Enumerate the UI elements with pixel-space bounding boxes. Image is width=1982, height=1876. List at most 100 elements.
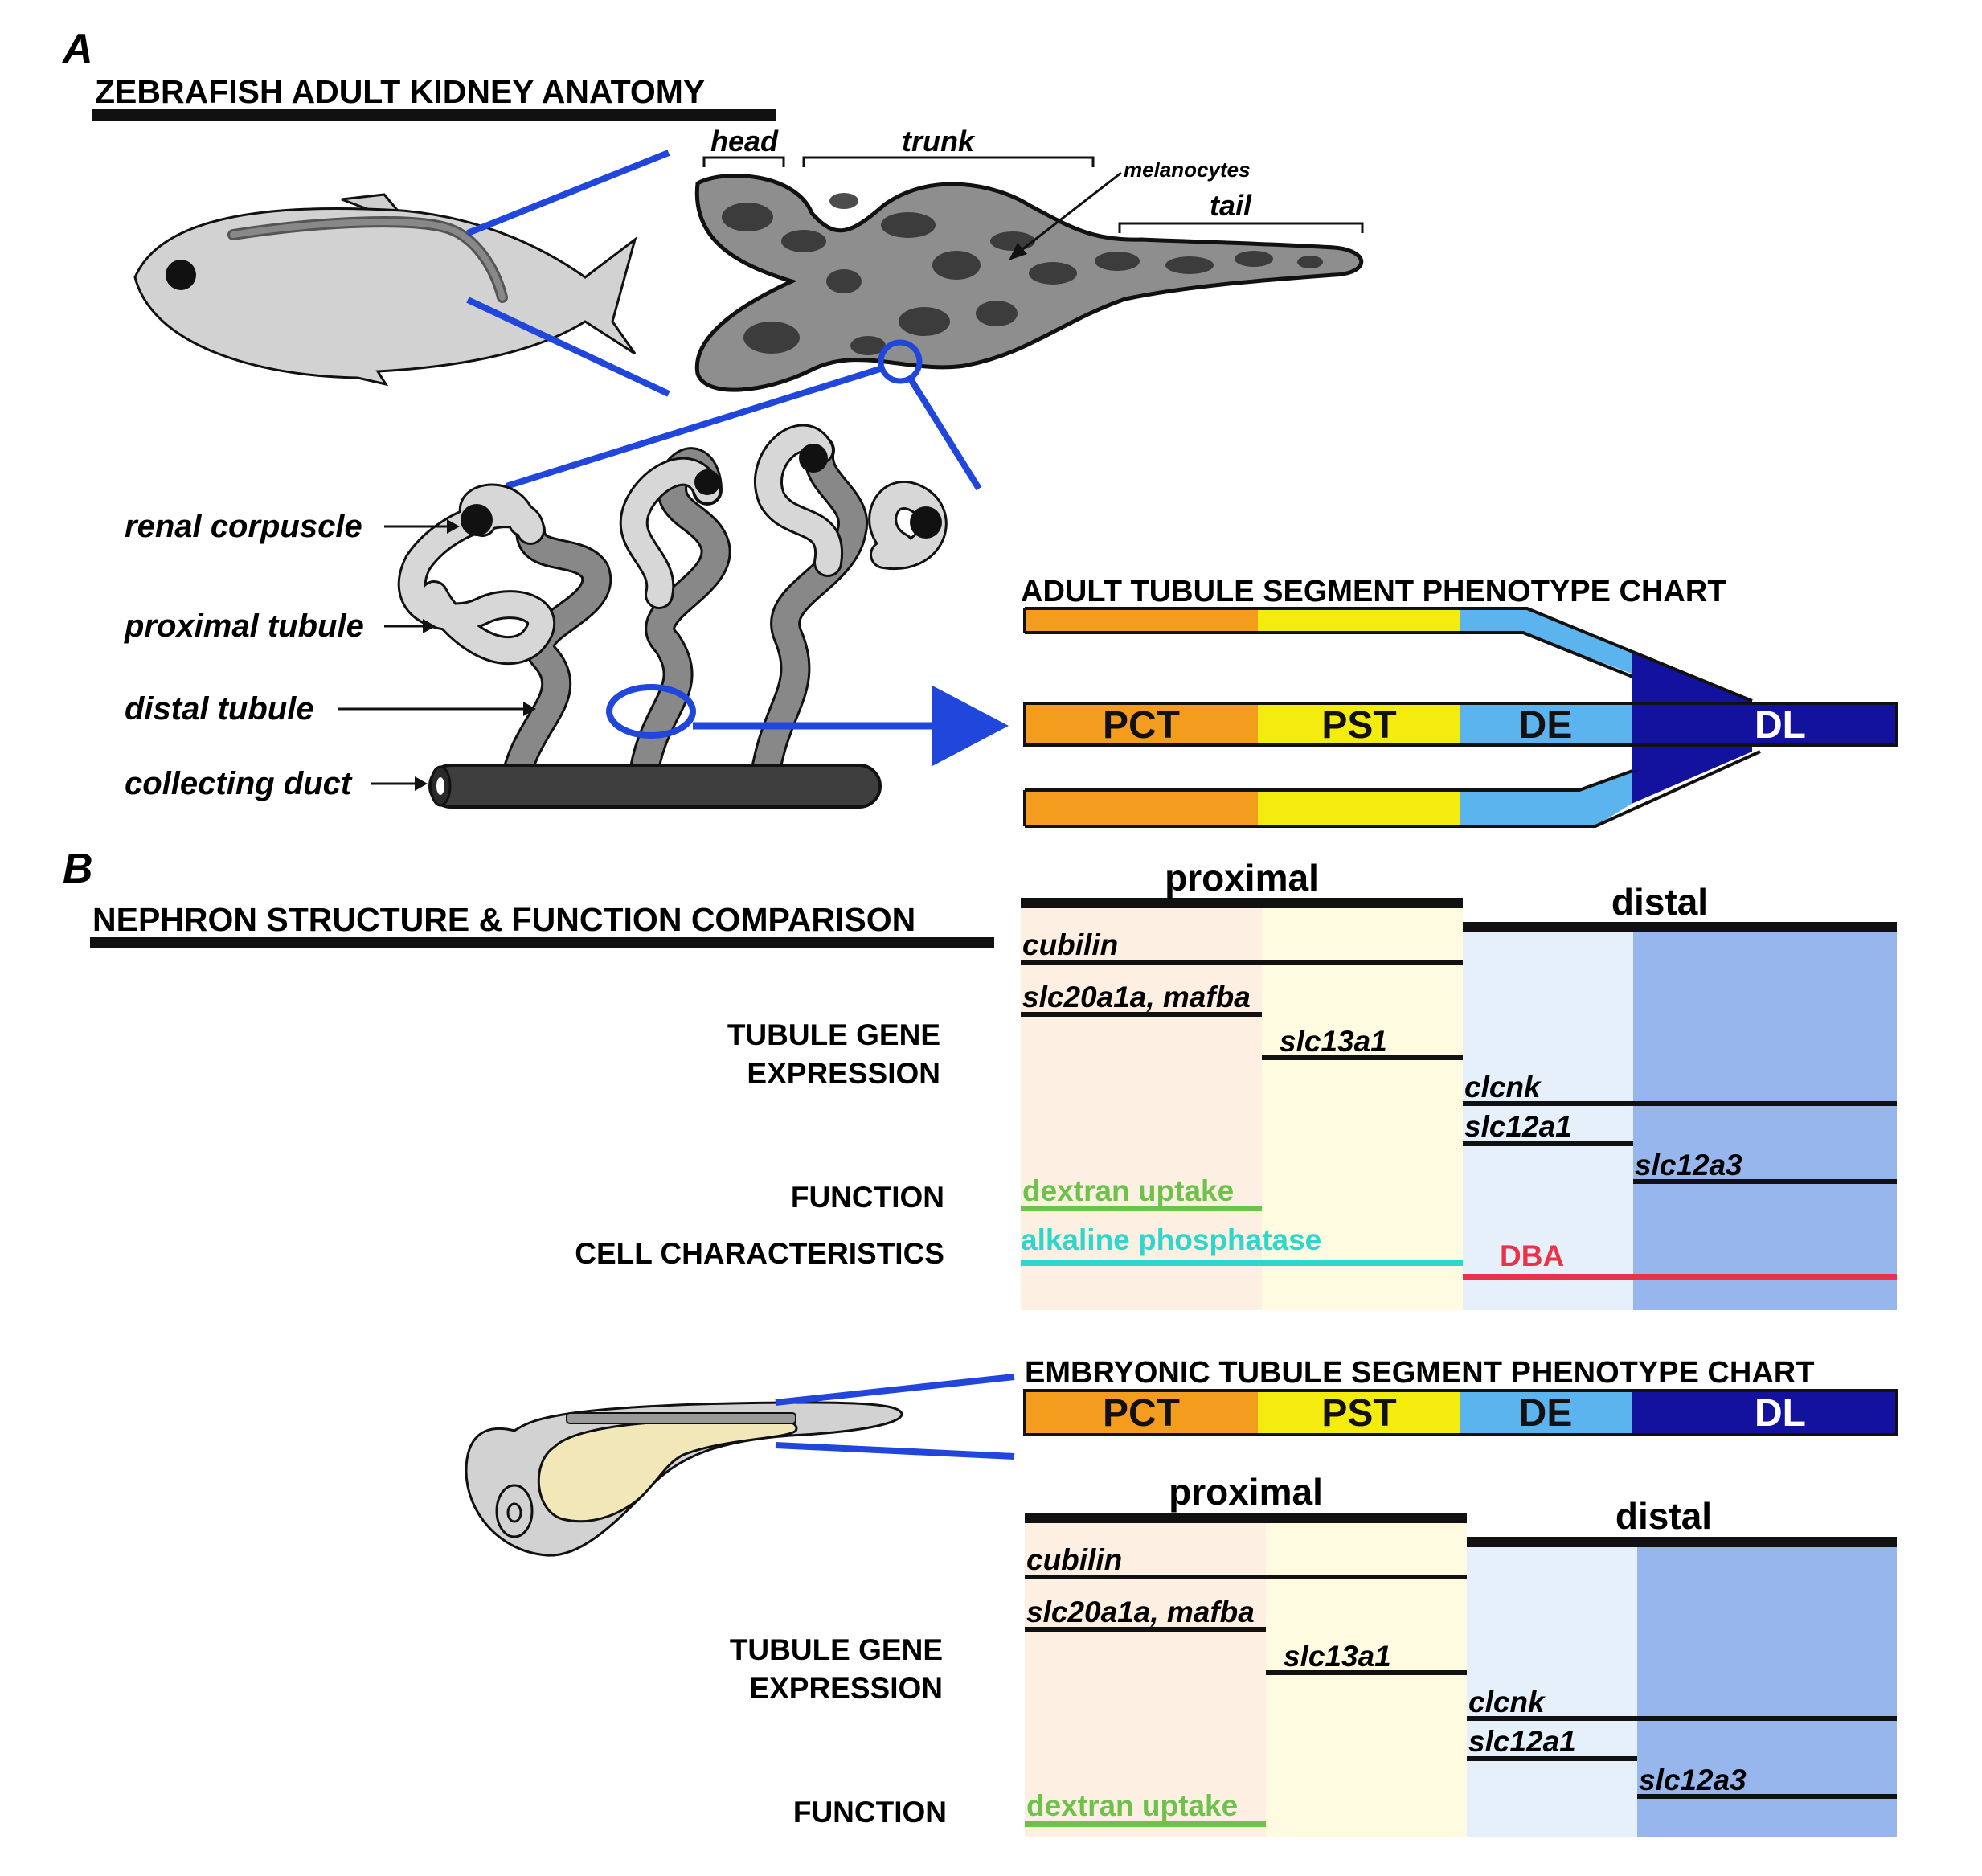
gene-bar bbox=[1025, 1627, 1266, 1632]
connector-line bbox=[907, 375, 982, 491]
arrowhead-icon bbox=[423, 619, 436, 633]
gene-slc13a1: slc13a1 bbox=[1284, 1640, 1391, 1673]
tail-bracket bbox=[1118, 222, 1364, 233]
segment-label-pst: PST bbox=[1321, 1392, 1396, 1435]
embryo-proximal-label: proximal bbox=[1169, 1471, 1323, 1513]
function-dextran: dextran uptake bbox=[1026, 1789, 1238, 1822]
adult-proximal-label: proximal bbox=[1165, 857, 1319, 899]
function-dextran: dextran uptake bbox=[1022, 1174, 1234, 1207]
connector-line bbox=[775, 1374, 1015, 1406]
gene-clcnk: clcnk bbox=[1468, 1686, 1546, 1718]
trunk-label: trunk bbox=[902, 125, 976, 158]
collecting-duct-label: collecting duct bbox=[125, 766, 353, 801]
connector-line bbox=[505, 365, 884, 489]
collecting-duct-icon bbox=[428, 764, 882, 809]
renal-corpuscle-icon bbox=[910, 506, 942, 539]
arrowhead-icon bbox=[447, 519, 460, 534]
row-label-function: FUNCTION bbox=[791, 1181, 944, 1214]
connector-line bbox=[466, 150, 670, 236]
gene-bar bbox=[1021, 960, 1463, 965]
gene-bar bbox=[1021, 1012, 1262, 1017]
renal-corpuscle-icon bbox=[799, 444, 828, 473]
melanocytes-arrow bbox=[1014, 171, 1122, 257]
arrowhead-icon bbox=[1009, 243, 1027, 260]
row-label-cell: CELL CHARACTERISTICS bbox=[575, 1237, 944, 1270]
gene-bar bbox=[1266, 1670, 1467, 1675]
embryo-segment-chart: PCT PST DE DL bbox=[1023, 1389, 1898, 1436]
gene-bar bbox=[1463, 1101, 1897, 1106]
cell-dba: DBA bbox=[1500, 1239, 1564, 1272]
row-label-gene-1: TUBULE GENE bbox=[727, 1018, 940, 1051]
renal-corpuscle-icon bbox=[461, 504, 493, 536]
panel-b-letter: B bbox=[63, 846, 93, 892]
gene-cubilin: cubilin bbox=[1026, 1543, 1122, 1576]
cell-alkaline-phosphatase: alkaline phosphatase bbox=[1021, 1223, 1321, 1256]
embryo-chart-title: EMBRYONIC TUBULE SEGMENT PHENOTYPE CHART bbox=[1025, 1356, 1814, 1390]
panel-a-letter: A bbox=[61, 26, 93, 72]
gene-bar bbox=[1463, 1141, 1633, 1146]
gene-bar bbox=[1025, 1575, 1467, 1579]
head-bracket bbox=[702, 156, 785, 167]
segment-pct bbox=[1025, 1391, 1258, 1435]
segment-de bbox=[1460, 1391, 1632, 1435]
adult-distal-label: distal bbox=[1611, 881, 1708, 923]
zoom-circle bbox=[878, 339, 923, 384]
zoom-circle bbox=[606, 684, 696, 739]
adult-segment-chart: PCT PST DE DL bbox=[1023, 607, 1898, 828]
gene-bar bbox=[1262, 1055, 1463, 1060]
renal-corpuscle-label: renal corpuscle bbox=[125, 509, 362, 544]
big-arrow-icon bbox=[932, 686, 1009, 766]
segment-pct bbox=[1025, 703, 1258, 745]
fish-eye-icon bbox=[166, 260, 196, 290]
function-bar bbox=[1025, 1821, 1266, 1827]
segment-label-de: DE bbox=[1519, 704, 1573, 747]
head-label: head bbox=[710, 125, 779, 158]
connector-line bbox=[775, 1442, 1015, 1460]
tail-label: tail bbox=[1210, 189, 1252, 222]
panel-b-title: NEPHRON STRUCTURE & FUNCTION COMPARISON bbox=[92, 901, 915, 938]
proximal-bracket bbox=[1021, 898, 1463, 908]
segment-de bbox=[1460, 703, 1632, 745]
proximal-tubule-label: proximal tubule bbox=[124, 608, 364, 644]
function-bar bbox=[1021, 1206, 1262, 1211]
gene-slc12a3: slc12a3 bbox=[1639, 1763, 1747, 1796]
adult-fish-illustration bbox=[133, 193, 637, 387]
panel-b-title-underline bbox=[90, 937, 994, 948]
segment-pst bbox=[1258, 703, 1460, 745]
embryo-illustration bbox=[465, 1401, 903, 1557]
row-label-gene-1: TUBULE GENE bbox=[730, 1633, 943, 1666]
panel-a-title: ZEBRAFISH ADULT KIDNEY ANATOMY bbox=[95, 73, 705, 110]
embryo-comparison-table: proximal distal cubilin slc20a1a, mafba … bbox=[1025, 1471, 1897, 1837]
trunk-bracket bbox=[802, 156, 1095, 167]
gene-slc20a1a-mafba: slc20a1a, mafba bbox=[1026, 1595, 1255, 1628]
segment-label-pct: PCT bbox=[1103, 1392, 1180, 1435]
segment-pst bbox=[1258, 1391, 1460, 1435]
gene-cubilin: cubilin bbox=[1022, 928, 1118, 961]
segment-label-pst: PST bbox=[1321, 704, 1396, 747]
gene-bar bbox=[1467, 1716, 1897, 1721]
nephron-illustration bbox=[397, 424, 948, 809]
row-label-gene-2: EXPRESSION bbox=[749, 1672, 943, 1705]
distal-tubule-label: distal tubule bbox=[125, 691, 314, 727]
gene-slc20a1a-mafba: slc20a1a, mafba bbox=[1022, 981, 1251, 1014]
cell-bar bbox=[1463, 1274, 1897, 1280]
adult-chart-title: ADULT TUBULE SEGMENT PHENOTYPE CHART bbox=[1021, 575, 1726, 608]
adult-comparison-table: proximal distal cubilin slc20a1a, mafba … bbox=[1021, 857, 1897, 1310]
gene-clcnk: clcnk bbox=[1464, 1071, 1542, 1104]
gene-bar bbox=[1633, 1179, 1897, 1184]
arrowhead-icon bbox=[523, 702, 536, 716]
adult-kidney-illustration bbox=[694, 174, 1363, 392]
connector-line bbox=[466, 297, 670, 397]
segment-label-dl: DL bbox=[1755, 1392, 1806, 1435]
distal-bracket bbox=[1467, 1537, 1897, 1547]
gene-bar bbox=[1467, 1756, 1637, 1761]
segment-label-dl: DL bbox=[1755, 704, 1806, 747]
row-label-gene-2: EXPRESSION bbox=[747, 1057, 940, 1090]
gene-slc12a3: slc12a3 bbox=[1635, 1149, 1742, 1182]
renal-corpuscle-icon bbox=[694, 469, 720, 495]
segment-label-pct: PCT bbox=[1103, 704, 1180, 747]
segment-label-de: DE bbox=[1519, 1392, 1573, 1435]
distal-bracket bbox=[1463, 922, 1897, 932]
embryo-distal-label: distal bbox=[1615, 1495, 1712, 1537]
